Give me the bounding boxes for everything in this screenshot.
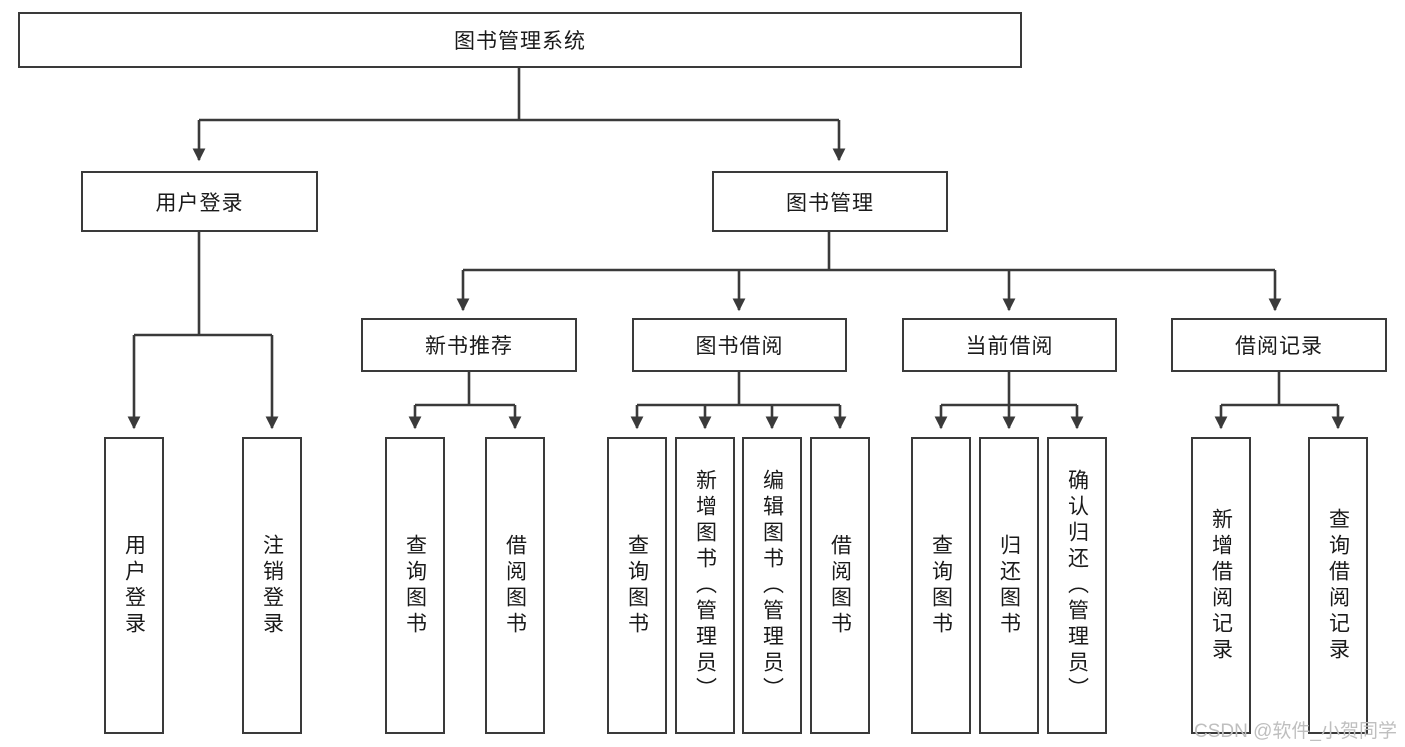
- node-leaf-query-book-3-label: 查询图书: [929, 533, 953, 638]
- node-leaf-edit-book-label: 编辑图书（管理员）: [760, 468, 784, 703]
- node-leaf-borrow-book-2-label: 借阅图书: [828, 533, 852, 638]
- node-leaf-add-book-label: 新增图书（管理员）: [693, 468, 717, 703]
- node-new-book-recommend-label: 新书推荐: [425, 335, 513, 358]
- node-leaf-query-record-label: 查询借阅记录: [1326, 507, 1350, 664]
- node-user-login[interactable]: 用户登录: [81, 171, 318, 232]
- node-book-borrow-label: 图书借阅: [695, 335, 784, 358]
- node-current-borrow-label: 当前借阅: [965, 335, 1054, 358]
- node-leaf-query-book-3[interactable]: 查询图书: [911, 437, 971, 734]
- node-leaf-user-login-label: 用户登录: [122, 533, 146, 638]
- node-leaf-confirm-return[interactable]: 确认归还（管理员）: [1047, 437, 1107, 734]
- node-leaf-borrow-book-1-label: 借阅图书: [503, 533, 527, 638]
- node-borrow-record-label: 借阅记录: [1235, 335, 1323, 358]
- node-leaf-query-book-1-label: 查询图书: [403, 533, 427, 638]
- node-book-borrow[interactable]: 图书借阅: [632, 318, 847, 372]
- node-root-label: 图书管理系统: [454, 30, 586, 53]
- node-user-login-label: 用户登录: [155, 191, 244, 215]
- node-leaf-edit-book[interactable]: 编辑图书（管理员）: [742, 437, 802, 734]
- node-leaf-add-book[interactable]: 新增图书（管理员）: [675, 437, 735, 734]
- node-leaf-add-record[interactable]: 新增借阅记录: [1191, 437, 1251, 734]
- node-book-manage[interactable]: 图书管理: [712, 171, 948, 232]
- node-leaf-query-book-1[interactable]: 查询图书: [385, 437, 445, 734]
- node-leaf-add-record-label: 新增借阅记录: [1209, 507, 1233, 664]
- node-leaf-user-logout-label: 注销登录: [260, 533, 284, 638]
- node-borrow-record[interactable]: 借阅记录: [1171, 318, 1387, 372]
- node-root[interactable]: 图书管理系统: [18, 12, 1022, 68]
- node-leaf-query-record[interactable]: 查询借阅记录: [1308, 437, 1368, 734]
- node-leaf-user-logout[interactable]: 注销登录: [242, 437, 302, 734]
- node-leaf-query-book-2[interactable]: 查询图书: [607, 437, 667, 734]
- node-leaf-borrow-book-2[interactable]: 借阅图书: [810, 437, 870, 734]
- node-leaf-return-book[interactable]: 归还图书: [979, 437, 1039, 734]
- node-leaf-return-book-label: 归还图书: [997, 533, 1021, 638]
- node-leaf-confirm-return-label: 确认归还（管理员）: [1065, 468, 1089, 703]
- node-current-borrow[interactable]: 当前借阅: [902, 318, 1117, 372]
- node-new-book-recommend[interactable]: 新书推荐: [361, 318, 577, 372]
- node-leaf-user-login[interactable]: 用户登录: [104, 437, 164, 734]
- csdn-watermark: CSDN @软件_小贺同学: [1194, 721, 1397, 742]
- node-leaf-query-book-2-label: 查询图书: [625, 533, 649, 638]
- node-leaf-borrow-book-1[interactable]: 借阅图书: [485, 437, 545, 734]
- node-book-manage-label: 图书管理: [786, 191, 874, 215]
